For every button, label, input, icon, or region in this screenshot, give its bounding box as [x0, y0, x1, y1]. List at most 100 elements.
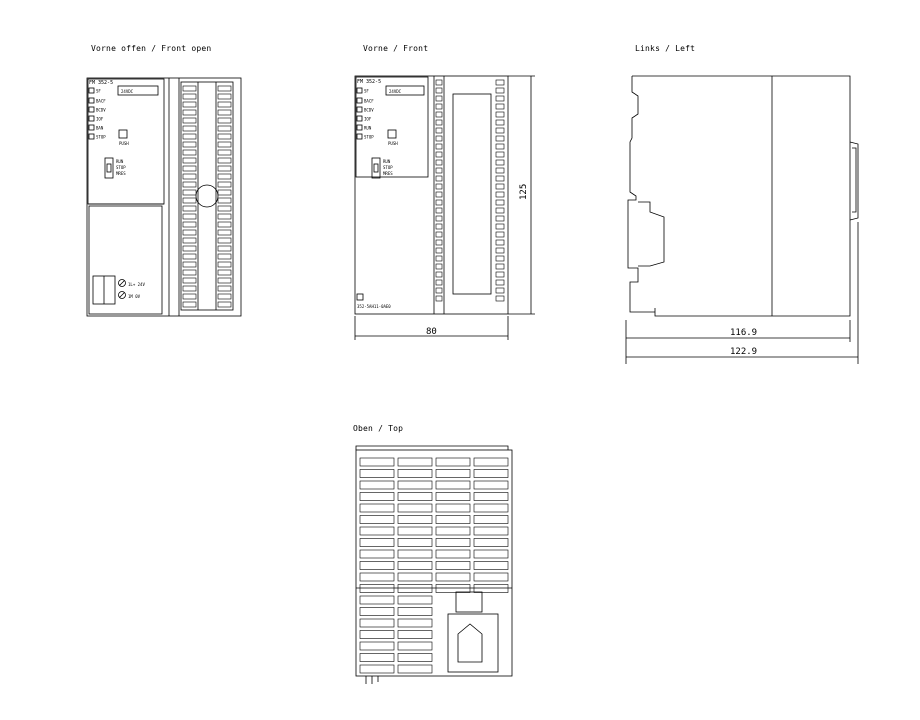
- front-open-led-label-5: BAN: [96, 126, 104, 131]
- front-open-switch-mres: MRES: [116, 171, 126, 176]
- terminal-rung: [495, 255, 505, 262]
- top-cell: [359, 549, 395, 559]
- side-rear-profile: [627, 76, 655, 313]
- terminal-rung: [495, 103, 505, 110]
- top-cell: [473, 503, 509, 513]
- top-cell: [435, 572, 471, 582]
- terminal-rung: [182, 237, 197, 244]
- terminal-rung: [435, 215, 443, 222]
- top-cell: [397, 618, 433, 628]
- height-dimension-value: 125: [519, 184, 529, 200]
- front-center-panel: [452, 93, 492, 295]
- terminal-rung: [435, 127, 443, 134]
- terminal-rung: [217, 205, 232, 212]
- top-cell: [435, 503, 471, 513]
- front-led-label-2: BACF: [364, 99, 374, 104]
- terminal-rung: [435, 199, 443, 206]
- top-cell: [435, 561, 471, 570]
- top-cell: [359, 503, 395, 513]
- front-switch-stop: STOP: [383, 165, 393, 170]
- top-cell: [473, 561, 509, 570]
- front-open-latch: [195, 184, 219, 208]
- top-connector-housing: [447, 613, 499, 673]
- top-cell: [397, 492, 433, 501]
- terminal-rung: [435, 191, 443, 198]
- front-open-module-name: FM 352-5: [89, 80, 113, 86]
- terminal-rung: [435, 87, 443, 94]
- terminal-rung: [217, 157, 232, 164]
- terminal-rung: [495, 191, 505, 198]
- top-cell: [473, 469, 509, 478]
- terminal-rung: [435, 287, 443, 294]
- terminal-rung: [435, 175, 443, 182]
- terminal-rung: [182, 141, 197, 148]
- top-cell: [359, 664, 395, 674]
- front-open-led-label-6: STOP: [96, 135, 106, 140]
- terminal-rung: [435, 111, 443, 118]
- front-open-led-label-2: BACF: [96, 99, 106, 104]
- top-cell: [473, 584, 509, 593]
- terminal-rung: [435, 159, 443, 166]
- front-order-number: 352-5AH11-0AE0: [357, 304, 391, 309]
- terminal-rung: [182, 245, 197, 252]
- terminal-rung: [182, 85, 197, 92]
- terminal-rung: [217, 149, 232, 156]
- terminal-rung: [435, 223, 443, 230]
- terminal-rung: [495, 127, 505, 134]
- terminal-rung: [182, 213, 197, 220]
- front-open-view-label: Vorne offen / Front open: [91, 44, 212, 53]
- side-latch-outline: [849, 141, 859, 221]
- top-cell: [359, 480, 395, 490]
- depth-dimension-value-1: 116.9: [730, 328, 757, 338]
- rail-clip: [638, 201, 665, 267]
- width-dimension-value: 80: [426, 327, 437, 337]
- terminal-rung: [495, 111, 505, 118]
- top-cell: [359, 595, 395, 605]
- terminal-rung: [495, 263, 505, 270]
- top-cell: [359, 457, 395, 467]
- top-cell: [435, 549, 471, 559]
- terminal-rung: [495, 143, 505, 150]
- terminal-rung: [182, 253, 197, 260]
- top-cell: [359, 469, 395, 478]
- terminal-rung: [495, 215, 505, 222]
- top-cell: [473, 572, 509, 582]
- top-cell: [359, 538, 395, 547]
- top-cell: [397, 572, 433, 582]
- front-open-terminal-m: 1M 0V: [128, 294, 141, 299]
- front-open-display-text: 24VDC: [121, 89, 134, 94]
- terminal-rung: [217, 221, 232, 228]
- top-cell: [359, 515, 395, 524]
- terminal-rung: [217, 245, 232, 252]
- terminal-rung: [435, 279, 443, 286]
- terminal-rung: [217, 85, 232, 92]
- front-switch-mres: MRES: [383, 171, 393, 176]
- top-cell: [435, 584, 471, 593]
- terminal-rung: [182, 293, 197, 300]
- front-led-label-3: BCDV: [364, 108, 374, 113]
- terminal-rung: [435, 79, 443, 86]
- top-cell: [397, 515, 433, 524]
- terminal-rung: [217, 125, 232, 132]
- front-switch-run: RUN: [383, 159, 391, 164]
- terminal-rung: [217, 117, 232, 124]
- top-housing-edge: [355, 445, 509, 450]
- top-view: [355, 445, 513, 684]
- terminal-rung: [182, 117, 197, 124]
- front-open-led-label-3: BCDV: [96, 108, 106, 113]
- terminal-rung: [217, 181, 232, 188]
- terminal-rung: [217, 229, 232, 236]
- top-cell: [435, 492, 471, 501]
- front-open-led-label-1: SF: [96, 89, 101, 94]
- front-display-frame: [385, 85, 425, 96]
- front-led-label-4: IOF: [364, 117, 372, 122]
- front-mode-switch: [371, 157, 381, 179]
- terminal-rung: [435, 95, 443, 102]
- terminal-rung: [495, 279, 505, 286]
- front-push-button: [387, 129, 397, 139]
- top-housing-outline: [355, 449, 513, 677]
- terminal-rung: [495, 239, 505, 246]
- terminal-rung: [495, 223, 505, 230]
- terminal-rung: [182, 277, 197, 284]
- terminal-rung: [182, 189, 197, 196]
